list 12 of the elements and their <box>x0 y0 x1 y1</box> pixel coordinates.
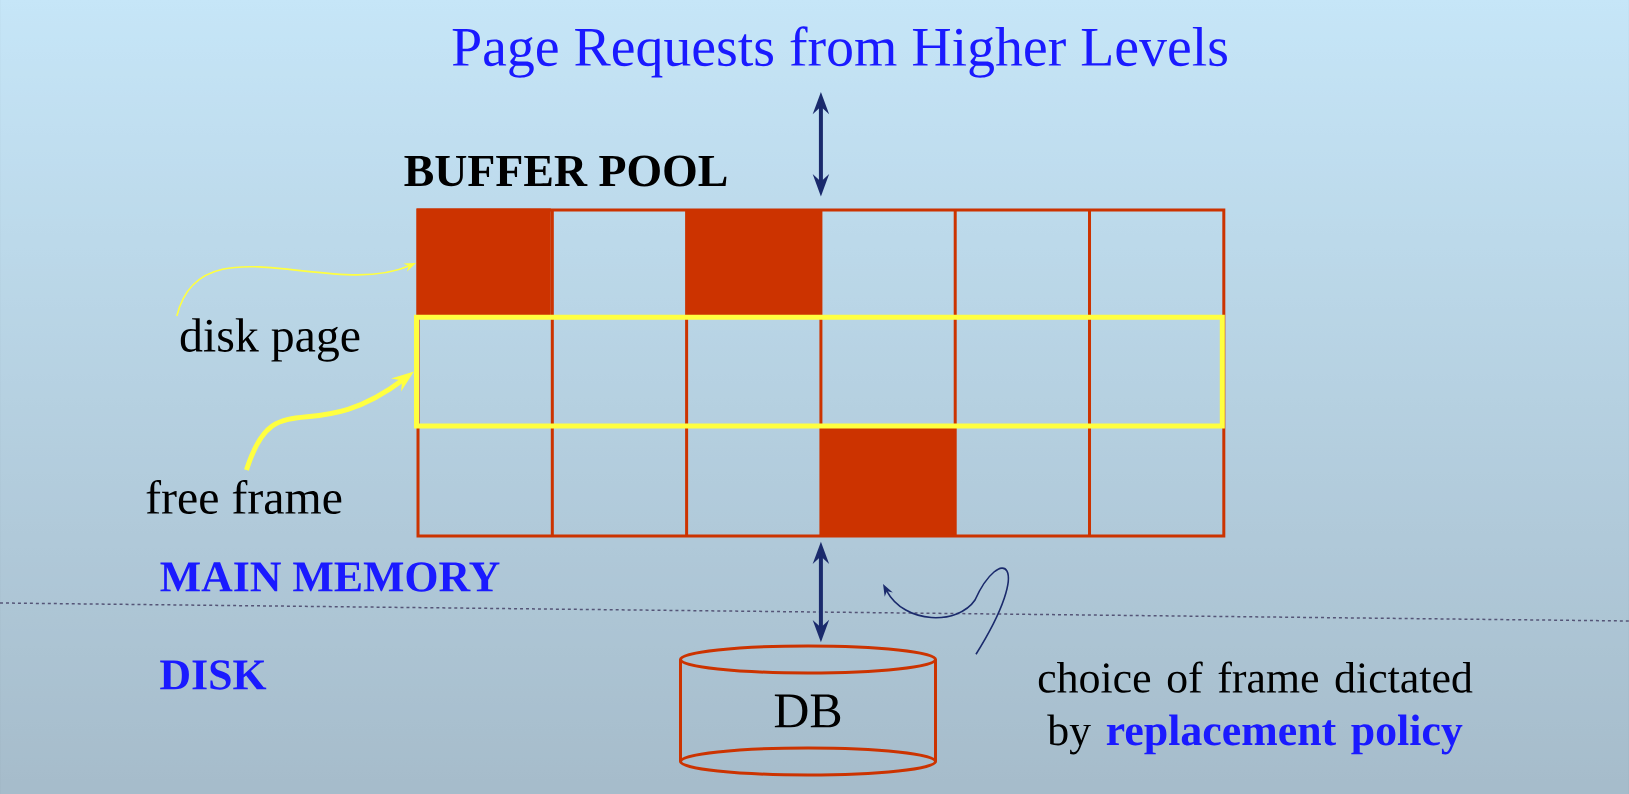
callout-label: free frame <box>146 479 342 515</box>
title: Page Requests from Higher Levels <box>452 26 1227 78</box>
note-text: choice of frame dictated by replacement policy <box>1038 661 1473 755</box>
callout-label: disk page <box>180 318 360 362</box>
region-label: MAIN MEMORY <box>160 562 500 592</box>
leader-line <box>883 567 1010 656</box>
database-cylinder: DB <box>679 644 937 777</box>
node-label: DB <box>774 694 841 728</box>
heading: BUFFER POOL <box>404 155 727 187</box>
highlighted-row <box>414 314 1225 429</box>
region-label: DISK <box>160 660 267 690</box>
filled-cell <box>416 208 551 318</box>
